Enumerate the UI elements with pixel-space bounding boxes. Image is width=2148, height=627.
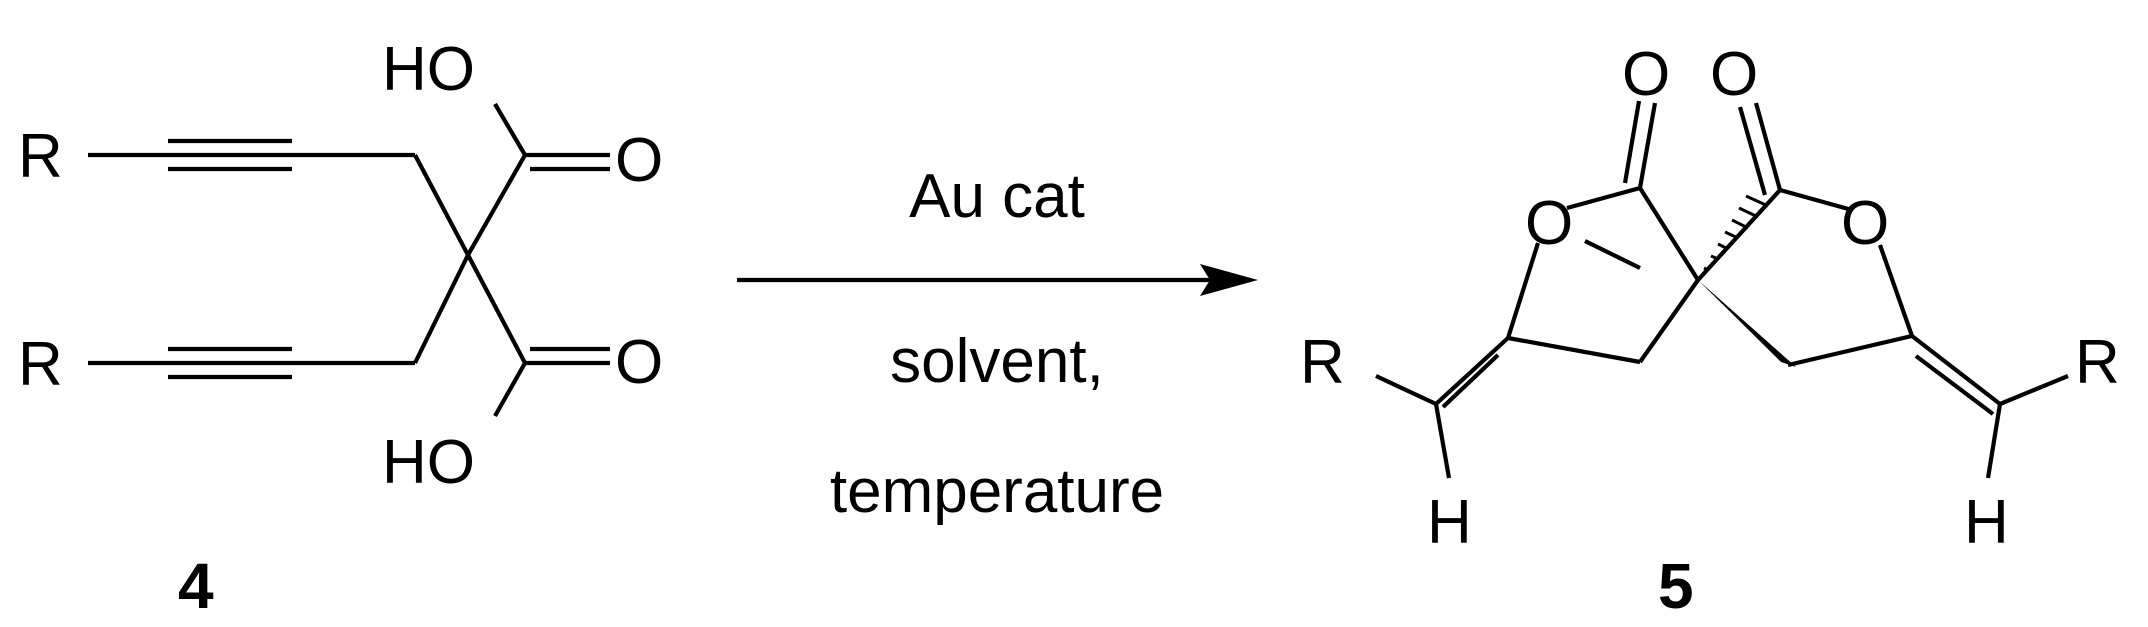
bond-exo-c-ch2-left <box>1507 335 1641 365</box>
product-structure: O O O O R R H H 5 <box>1300 40 2120 622</box>
bond-ch2-quaternary-bottom <box>413 254 470 364</box>
arrow-head <box>1200 264 1258 296</box>
atom-o-carbonyl-left: O <box>1622 40 1670 109</box>
bond-ring-o-vinyl-right <box>1878 244 1914 337</box>
bond-vinyl-h-left <box>1433 403 1452 479</box>
atom-h-right: H <box>1964 488 2009 557</box>
bond-quaternary-cooh-bottom <box>466 254 527 364</box>
atom-o-carbonyl-right: O <box>1710 40 1758 109</box>
bond-ch2-spiro-left <box>1638 278 1700 364</box>
bond-exo-alkene-right-1 <box>1910 334 2002 406</box>
hashed-bond-spiro <box>1703 194 1769 272</box>
bond-carbonyl-ring-o-right <box>1779 187 1853 213</box>
bond-c-o-right-1 <box>1753 102 1783 191</box>
condition-text-2: temperature <box>830 457 1164 526</box>
reactant-structure: R R HO HO O O 4 <box>18 35 663 622</box>
atom-h-left: H <box>1427 488 1472 557</box>
atom-o-top: O <box>615 126 663 195</box>
bond-vinyl-r-left <box>1375 374 1437 406</box>
atom-ho-bottom: HO <box>382 428 475 497</box>
bond-ch2-quaternary-top <box>413 154 470 256</box>
condition-text-1: solvent, <box>890 327 1104 396</box>
bond-exo-alkene-left-1 <box>1434 336 1510 406</box>
compound-label-4: 4 <box>178 550 214 622</box>
bond-carbonyl-ring-o-left <box>1566 185 1641 211</box>
atom-r-top: R <box>18 122 63 191</box>
bond-vinyl-r-right <box>1999 374 2069 406</box>
bond-ring-o-vinyl-left <box>1505 242 1541 339</box>
bond-exo-alkene-right-2 <box>1914 354 1995 416</box>
bond-cooh-top-oh <box>493 102 527 157</box>
bond-cooh-bottom-oh <box>493 361 527 418</box>
bond-spiro-carbonyl-right <box>1696 188 1782 282</box>
bond-spiro-carbonyl-left <box>1638 186 1700 282</box>
atom-r-left: R <box>1300 328 1345 397</box>
bond-vinyl-h-right <box>1985 403 2003 479</box>
bond-vinyl-ch2-right <box>1787 333 1913 368</box>
reaction-arrow: Au cat solvent, temperature <box>737 162 1258 526</box>
bond-c-o-left-1 <box>1637 102 1658 189</box>
compound-label-5: 5 <box>1658 550 1694 622</box>
atom-o-bottom: O <box>615 328 663 397</box>
wedge-bond-spiro <box>1698 280 1796 367</box>
bond-ring-o-c-left <box>1584 239 1641 270</box>
atom-ho-top: HO <box>382 35 475 104</box>
atom-r-right: R <box>2075 328 2120 397</box>
bond-c-o-left-2 <box>1622 100 1642 184</box>
atom-o-ring-left: O <box>1525 189 1573 258</box>
atom-r-bottom: R <box>18 330 63 399</box>
bond-exo-alkene-left-2 <box>1441 353 1500 409</box>
reagent-text: Au cat <box>909 162 1085 231</box>
bond-quaternary-cooh-top <box>466 153 527 257</box>
atom-o-ring-right: O <box>1841 189 1889 258</box>
bond-c-o-right-2 <box>1737 106 1768 196</box>
